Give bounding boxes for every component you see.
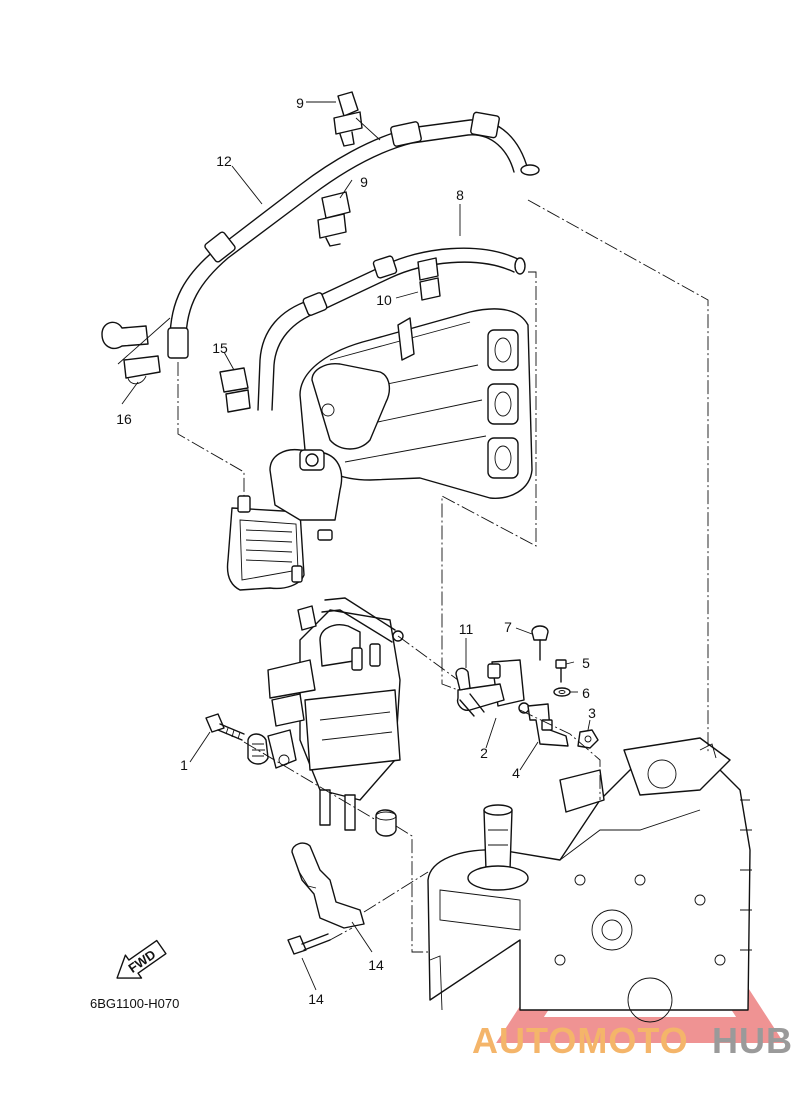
callout-7: 7 <box>504 619 512 635</box>
nut-3 <box>577 729 599 749</box>
screw-7 <box>531 625 549 661</box>
intake-manifold <box>299 308 533 499</box>
grommet-damper <box>247 729 297 769</box>
callout-3: 3 <box>588 705 596 721</box>
bracket-13 <box>291 842 365 929</box>
washer-6 <box>553 687 571 697</box>
bolt-1 <box>205 713 245 741</box>
hose-clip-10 <box>417 257 441 301</box>
joint-valve-2 <box>456 659 530 717</box>
callout-9-lower: 9 <box>360 174 368 190</box>
callout-labels: 9 12 9 8 10 15 16 11 7 5 6 3 1 2 4 14 14 <box>116 95 596 1007</box>
watermark-part-a: AUTOMOTO <box>472 1020 689 1061</box>
fuel-pump-assembly <box>267 597 404 831</box>
leader-lines <box>117 101 591 991</box>
carburetor-assembly <box>226 448 343 591</box>
collar-spacer <box>375 809 397 837</box>
callout-6: 6 <box>582 685 590 701</box>
hose-clamp-16 <box>101 321 161 385</box>
callout-13: 14 <box>368 957 384 973</box>
callout-14: 14 <box>308 991 324 1007</box>
hose-clip-15 <box>219 367 251 413</box>
diagram-code: 6BG1100-H070 <box>90 996 179 1011</box>
bracket-4 <box>527 703 569 747</box>
callout-5: 5 <box>582 655 590 671</box>
watermark-text: AUTOMOTO HUB <box>472 1020 793 1061</box>
screw-5 <box>555 659 567 683</box>
connection-lines <box>177 199 709 953</box>
bolt-14 <box>287 933 331 955</box>
callout-1: 1 <box>180 757 188 773</box>
hose-clip-9-lower <box>317 191 351 247</box>
watermark-part-b: HUB <box>712 1020 793 1061</box>
callout-2: 2 <box>480 745 488 761</box>
callout-16: 16 <box>116 411 132 427</box>
callout-15: 15 <box>212 340 228 356</box>
callout-9-upper: 9 <box>296 95 304 111</box>
callout-4: 4 <box>512 765 520 781</box>
clip-11 <box>455 667 471 691</box>
callout-10: 10 <box>376 292 392 308</box>
engine-block <box>427 737 752 1023</box>
callout-12: 12 <box>216 153 232 169</box>
breather-hose-12 <box>167 111 540 359</box>
fwd-arrow-icon: FWD <box>116 939 167 979</box>
callout-11: 11 <box>459 621 474 637</box>
fuel-hose-8 <box>257 247 526 411</box>
hose-clip-9-upper <box>333 91 363 147</box>
callout-8: 8 <box>456 187 464 203</box>
